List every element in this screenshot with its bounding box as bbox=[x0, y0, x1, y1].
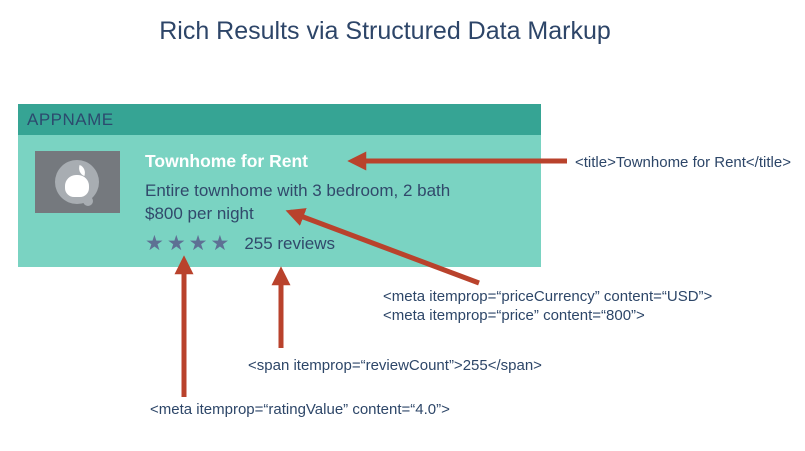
listing-text-block: Townhome for Rent Entire townhome with 3… bbox=[145, 151, 450, 256]
annotation-title-markup: <title>Townhome for Rent</title> bbox=[575, 154, 791, 171]
review-count-label: 255 reviews bbox=[244, 234, 336, 253]
listing-title: Townhome for Rent bbox=[145, 151, 308, 171]
star-rating-icons: ★★★★ bbox=[145, 232, 233, 255]
listing-description-line1: Entire townhome with 3 bedroom, 2 bath bbox=[145, 181, 451, 200]
app-icon bbox=[35, 151, 120, 213]
card-header: APPNAME bbox=[18, 104, 541, 135]
annotation-rating-value-markup: <meta itemprop=“ratingValue” content=“4.… bbox=[150, 401, 450, 418]
page-title: Rich Results via Structured Data Markup bbox=[159, 17, 611, 45]
annotation-price-line: <meta itemprop=“price” content=“800”> bbox=[383, 307, 645, 324]
card-body: Townhome for Rent Entire townhome with 3… bbox=[18, 135, 541, 267]
rich-result-card: APPNAME Townhome for Rent Entire townhom… bbox=[18, 104, 541, 267]
listing-description-line2: $800 per night bbox=[145, 204, 254, 223]
annotation-price-markup: <meta itemprop=“priceCurrency” content=“… bbox=[383, 287, 712, 325]
annotation-review-count-markup: <span itemprop=“reviewCount”>255</span> bbox=[248, 357, 542, 374]
app-name-label: APPNAME bbox=[27, 109, 114, 129]
rating-row: ★★★★ 255 reviews bbox=[145, 232, 450, 256]
apple-logo-icon bbox=[55, 160, 99, 206]
annotation-price-currency-line: <meta itemprop=“priceCurrency” content=“… bbox=[383, 288, 713, 305]
